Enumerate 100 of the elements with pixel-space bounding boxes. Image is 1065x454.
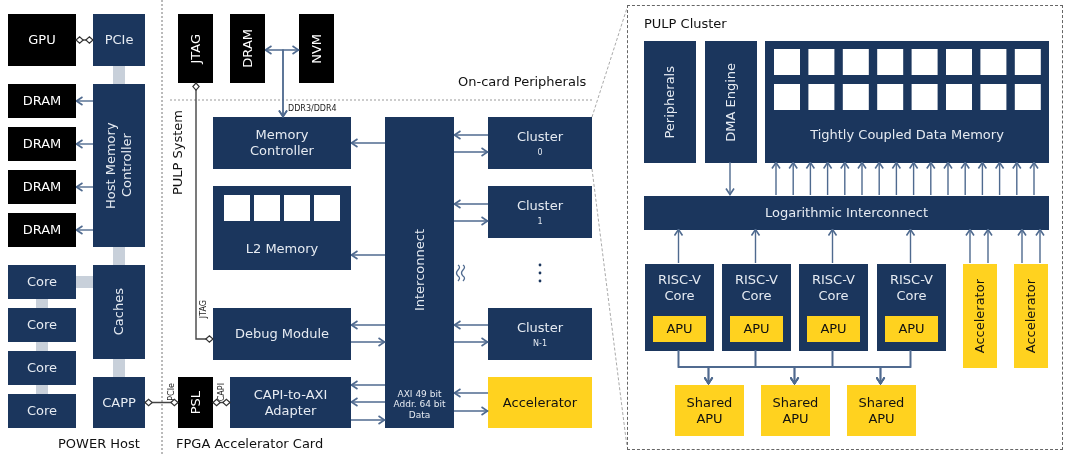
component-block	[8, 308, 76, 342]
block-label: Accelerator	[972, 278, 988, 354]
arrow	[453, 406, 489, 416]
arrow	[926, 161, 936, 196]
block-label: Cluster	[516, 128, 564, 145]
arrow	[960, 161, 970, 196]
section-title: On-card Peripherals	[458, 74, 587, 89]
arrow	[875, 349, 912, 385]
section-title: POWER Host	[58, 436, 140, 451]
block-label: PCIe	[104, 32, 134, 48]
bus-connector	[113, 359, 125, 377]
arrow	[771, 161, 781, 196]
block-label: APU	[743, 321, 770, 337]
component-block	[488, 377, 592, 428]
arrow	[805, 161, 816, 196]
component-block	[8, 170, 76, 204]
arrow	[453, 199, 489, 209]
component-block	[877, 264, 946, 351]
bus-connector	[113, 66, 125, 84]
arrow	[350, 397, 386, 407]
component-block	[8, 351, 76, 385]
block-label: Host Memory Controller	[103, 121, 135, 211]
arrow	[1017, 228, 1027, 264]
section-title: FPGA Accelerator Card	[176, 436, 324, 451]
component-block	[213, 117, 351, 169]
block-label: Shared APU	[857, 394, 906, 427]
arrow	[350, 250, 386, 260]
component-block	[93, 14, 145, 66]
block-label: RISC-V Core	[734, 272, 779, 304]
arrow	[75, 139, 94, 149]
arrow	[350, 380, 386, 390]
component-block	[385, 117, 454, 428]
arrow	[827, 228, 838, 264]
component-block	[722, 264, 791, 351]
block-label: Accelerator	[1023, 278, 1039, 354]
block-label: Logarithmic Interconnect	[764, 205, 929, 221]
edge-label: DDR3/DDR4	[288, 105, 337, 113]
edge-label: CAPI	[218, 383, 226, 402]
block-label: DRAM	[22, 93, 62, 109]
block-label: APU	[666, 321, 693, 337]
arrow	[994, 161, 1005, 196]
block-label: DRAM	[22, 179, 62, 195]
arrow	[453, 388, 489, 398]
component-block	[8, 394, 76, 428]
block-label: Shared APU	[685, 394, 734, 427]
arrow	[965, 228, 975, 264]
block-label: CAPP	[102, 394, 136, 411]
arrow	[673, 228, 684, 264]
component-block	[885, 316, 938, 342]
component-block	[645, 264, 714, 351]
component-block	[675, 385, 744, 436]
block-label: GPU	[28, 32, 56, 48]
block-label: Core	[26, 274, 58, 290]
arrow	[75, 96, 94, 106]
block-label: RISC-V Core	[657, 272, 702, 304]
bus-connector	[36, 385, 48, 394]
edge-label: PCIe	[168, 383, 176, 401]
arrow	[908, 161, 919, 196]
block-label: Peripherals	[662, 65, 678, 139]
component-block	[8, 213, 76, 247]
arrow	[905, 228, 916, 264]
component-block	[644, 41, 696, 163]
block-label: DRAM	[22, 136, 62, 152]
block-label: L2 Memory	[245, 241, 319, 257]
component-block	[488, 117, 592, 169]
component-block	[299, 14, 334, 83]
bus-connector	[36, 299, 48, 308]
component-block	[799, 264, 868, 351]
block-label: PSL	[187, 390, 204, 415]
component-block	[178, 14, 213, 83]
bus-connector	[76, 276, 93, 288]
block-label: RISC-V Core	[889, 272, 934, 304]
component-block	[178, 377, 213, 428]
block-sublabel: AXI 49 bit Addr. 64 bit Data	[392, 388, 447, 421]
component-block	[963, 264, 997, 368]
arrow	[453, 337, 489, 347]
block-sublabel: 0	[537, 147, 543, 158]
component-block	[730, 316, 783, 342]
arrow	[943, 161, 953, 196]
block-label: DRAM	[22, 222, 62, 238]
component-block	[807, 316, 860, 342]
block-label: Core	[26, 360, 58, 376]
arrow	[725, 161, 735, 196]
arrow	[75, 182, 94, 192]
bus-connector	[113, 247, 125, 265]
arrow	[453, 216, 489, 226]
component-block	[761, 385, 830, 436]
component-block	[8, 127, 76, 161]
component-block	[765, 41, 1049, 163]
arrow	[350, 415, 386, 425]
arrow	[350, 320, 386, 330]
arrow	[1029, 161, 1039, 196]
arrow	[874, 161, 884, 196]
block-label: Cluster	[516, 197, 564, 214]
bus-connector	[36, 342, 48, 351]
block-label: APU	[820, 321, 847, 337]
zoom-guide-line	[591, 7, 628, 118]
component-block	[213, 308, 351, 360]
block-label: DMA Engine	[723, 62, 739, 142]
arrow	[750, 228, 761, 264]
